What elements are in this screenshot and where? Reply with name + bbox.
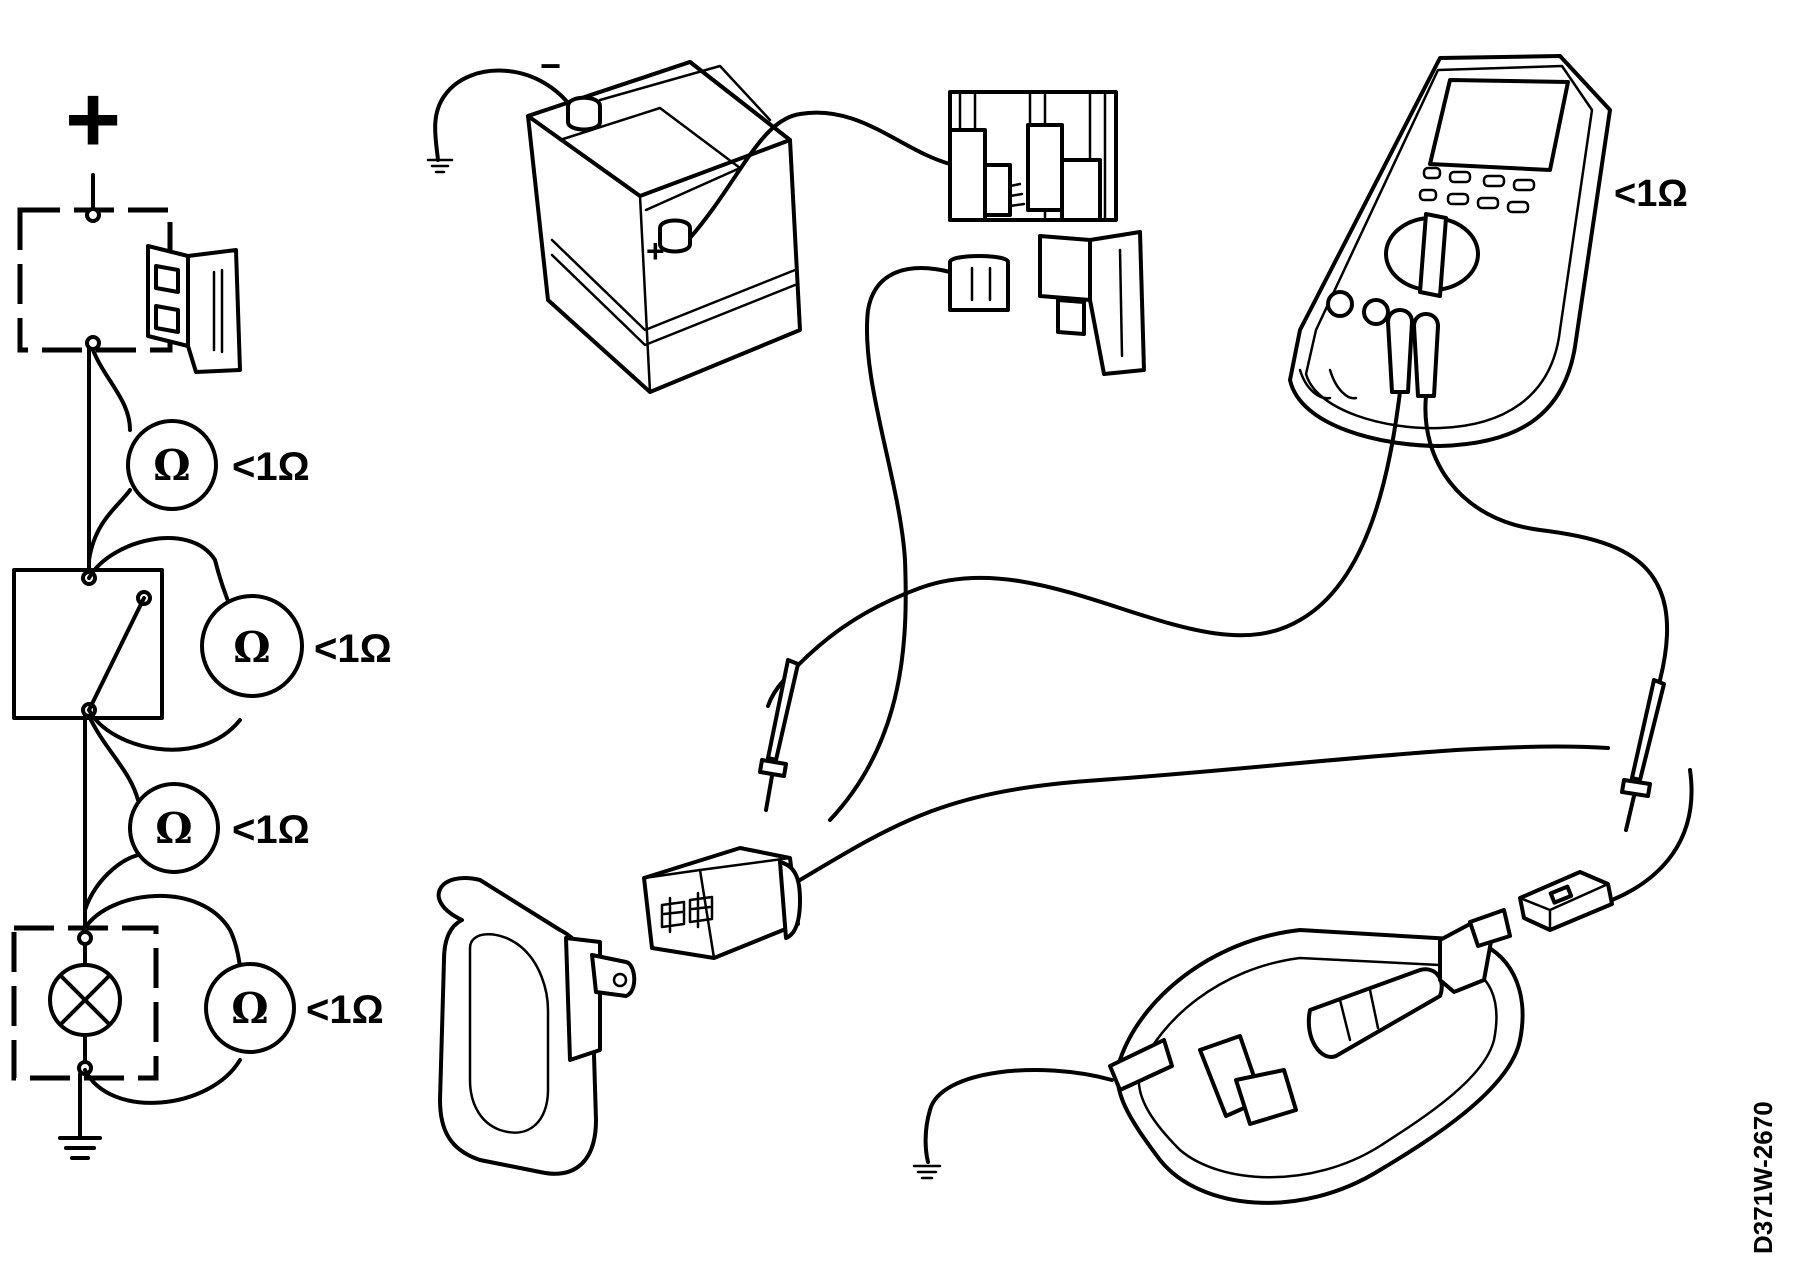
ground-icon [912,1164,942,1180]
ground-icon [426,158,454,174]
test-probe-left [758,658,800,812]
ohm-symbol: Ω [233,623,270,672]
probe-plug [1412,312,1440,398]
battery-ground-wire [433,68,577,162]
ohm-symbol: Ω [231,984,268,1033]
negative-mark: − [540,45,561,86]
supply-plus-symbol: + [65,66,121,173]
lamp-symbol [11,925,159,1081]
ohmmeter-wire: Ω <1Ω [83,714,310,912]
reading-lamp: <1Ω [306,988,384,1032]
switch-symbol [12,568,164,720]
positive-terminal [658,218,692,254]
negative-terminal [566,95,602,132]
blade-fuse-icon [146,244,242,374]
switch-connector-plug [642,744,1610,960]
battery-positive-cable [688,110,952,240]
switch-tab [590,953,637,998]
battery: − + [426,45,952,394]
fuse-socket [948,254,1010,312]
ohmmeter-lamp: Ω <1Ω [83,894,384,1105]
reading-switch: <1Ω [314,627,392,671]
positive-mark: + [646,233,665,269]
ohmmeter-fuse: Ω <1Ω [87,348,310,562]
multimeter-reading: <1Ω [1614,173,1688,215]
test-probe-right [1620,678,1666,832]
lamp-connector-wire [1610,768,1694,902]
red-test-lead [1423,394,1670,682]
figure-reference-code: D371W-2670 [1748,1101,1778,1254]
ground-icon [58,1072,102,1160]
multimeter: <1Ω [766,54,1688,708]
rocker-face [468,933,550,1134]
blade-fuse-icon [1038,230,1146,376]
ohm-symbol: Ω [153,441,190,490]
reading-fuse: <1Ω [232,445,310,489]
jack [1362,298,1390,326]
reading-wire: <1Ω [232,808,310,852]
lamp-ground-wire [923,1068,1114,1164]
rocker-switch [436,876,637,1176]
light-unit [912,908,1525,1205]
switch-harness-wire [798,744,1610,882]
fuse-box-symbol [17,207,242,374]
multimeter-buttons [1418,166,1536,214]
ohmmeter-switch: Ω <1Ω [87,536,392,752]
jack [1326,290,1354,318]
lamp-connector [1518,768,1694,932]
probe-plug [1386,308,1414,394]
black-test-lead [766,390,1402,708]
multimeter-display [1428,78,1570,172]
ground-terminal [1108,1038,1174,1092]
circuit-schematic: + Ω <1Ω [11,66,392,1160]
fuse-holder [828,90,1146,822]
ohm-symbol: Ω [155,804,192,853]
fuse-to-connector-wire [828,266,952,822]
